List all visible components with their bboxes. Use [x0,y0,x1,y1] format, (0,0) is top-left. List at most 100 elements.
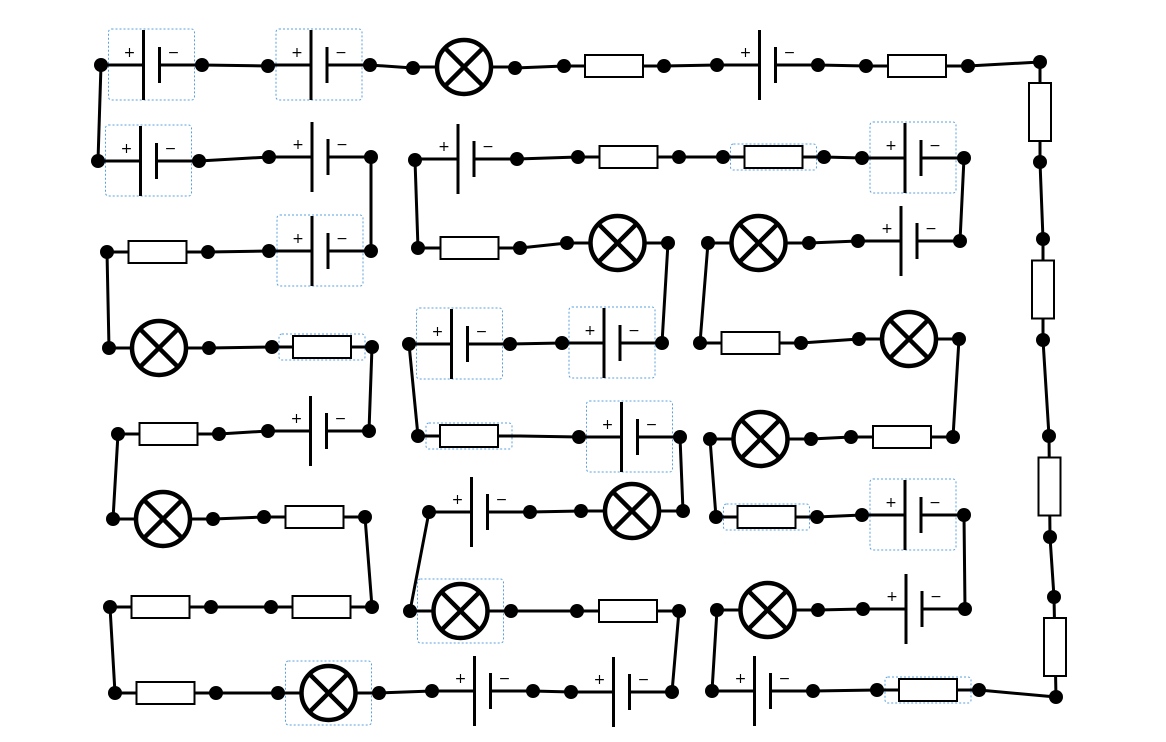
selection-highlight [278,333,366,361]
battery-2: +− [266,28,372,101]
junction-node [411,241,425,255]
junction-node [265,340,279,354]
junction-node [262,244,276,258]
resistor-body [1031,259,1055,320]
junction-node [665,685,679,699]
wire [528,509,583,514]
battery-minus-sign: − [628,323,640,339]
lamp-36 [708,409,813,469]
battery-minus-sign: − [779,671,791,687]
battery-48: +− [577,400,682,473]
lamp-3 [411,37,517,97]
battery-27: +− [413,124,519,194]
resistor-body [598,599,658,623]
wire [513,64,566,70]
lamp-40 [715,580,820,640]
wire [678,435,685,513]
battery-plus-sign: + [124,45,136,61]
junction-node [570,604,584,618]
battery-plus-sign: + [452,492,464,508]
resistor-6 [864,54,970,78]
battery-45: +− [560,306,664,379]
junction-node [108,686,122,700]
junction-node [574,504,588,518]
junction-node [716,150,730,164]
wire [670,609,681,694]
resistor-body [743,145,804,169]
wire [710,608,719,693]
junction-node [811,58,825,72]
junction-node [693,336,707,350]
battery-plus-sign: + [885,138,897,154]
battery-minus-sign: − [482,139,494,155]
junction-node [852,332,866,346]
junction-node [358,510,372,524]
junction-node [856,602,870,616]
junction-node [212,427,226,441]
wires [96,60,1058,699]
junction-node [365,340,379,354]
junction-node [262,150,276,164]
resistor-35 [849,425,955,449]
wire [211,515,266,521]
junction-node [655,336,669,350]
battery-minus-sign: − [499,671,511,687]
resistor-10 [1043,595,1067,699]
battery-plus-sign: + [735,671,747,687]
junction-node [425,684,439,698]
junction-nodes [91,55,1063,704]
junction-node [703,432,717,446]
resistor-43 [417,236,522,260]
junction-node [508,61,522,75]
junction-node [106,512,120,526]
junction-node [111,427,125,441]
wire [811,688,879,693]
junction-node [406,61,420,75]
battery-11: +− [96,124,201,197]
resistor-body [1037,456,1062,517]
junction-node [372,686,386,700]
junction-node [204,600,218,614]
junction-node [564,685,578,699]
junction-node [513,241,527,255]
junction-node [510,152,524,166]
battery-plus-sign: + [292,231,304,247]
battery-plus-sign: + [602,417,614,433]
wire [407,342,420,438]
battery-46: +− [407,307,512,380]
lamp-44 [565,213,670,273]
battery-minus-sign: − [929,495,941,511]
junction-node [1047,590,1061,604]
wire [698,241,710,345]
wire [518,241,569,250]
lamp-49 [579,481,685,541]
wire [377,689,434,695]
junction-node [806,684,820,698]
junction-node [100,245,114,259]
resistor-9 [1037,434,1062,539]
resistor-body [130,595,191,619]
wire [111,432,120,521]
wire [515,155,580,161]
junction-node [705,684,719,698]
resistor-body [887,54,947,78]
resistor-37 [714,503,819,531]
junction-node [364,150,378,164]
junction-node [811,603,825,617]
battery-5: +− [715,30,820,100]
junction-node [676,504,690,518]
battery-minus-sign: − [476,324,488,340]
wire [363,515,374,609]
wire [367,345,374,433]
battery-13: +− [267,214,373,287]
junction-node [572,430,586,444]
wire [799,337,861,345]
junction-node [408,153,422,167]
wire [1048,535,1056,599]
battery-plus-sign: + [594,672,606,688]
resistor-33 [698,331,803,355]
junction-node [802,236,816,250]
selection-highlight [425,422,513,450]
wire [660,241,670,345]
resistor-body [439,236,500,260]
